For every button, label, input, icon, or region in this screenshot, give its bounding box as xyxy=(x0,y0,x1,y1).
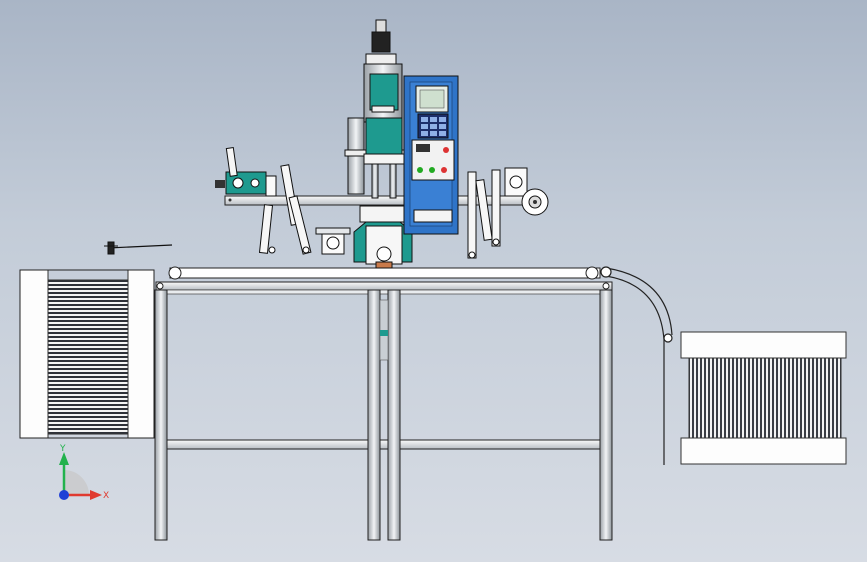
control-panel[interactable] xyxy=(403,75,459,235)
x-axis-label: X xyxy=(103,491,109,501)
lcd-screen xyxy=(415,85,449,113)
left-label-stack[interactable] xyxy=(19,269,155,439)
motor-box[interactable] xyxy=(315,227,351,255)
switch-plate[interactable] xyxy=(411,139,455,181)
y-axis-label: Y xyxy=(59,444,66,454)
coordinate-triad: Y X xyxy=(59,444,109,501)
curved-chute xyxy=(600,266,673,465)
swing-arms[interactable] xyxy=(258,164,501,259)
sensor-arm[interactable] xyxy=(104,241,173,255)
table-frame[interactable] xyxy=(154,266,613,541)
left-roller-bracket[interactable] xyxy=(215,146,277,197)
keypad[interactable] xyxy=(417,113,449,139)
right-label-stack[interactable] xyxy=(680,331,847,465)
right-roller-assembly[interactable] xyxy=(504,167,549,216)
nameplate xyxy=(413,209,453,223)
